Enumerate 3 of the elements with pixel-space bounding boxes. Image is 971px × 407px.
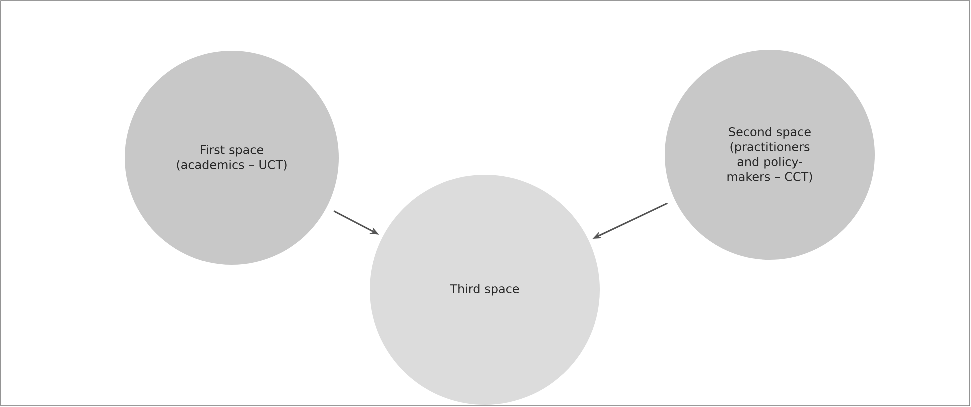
circle-node: Third space — [370, 175, 600, 405]
circle-node: First space (academics – UCT) — [125, 51, 339, 265]
circle-node: Second space (practitioners and policy-makers – CCT) — [665, 50, 875, 260]
